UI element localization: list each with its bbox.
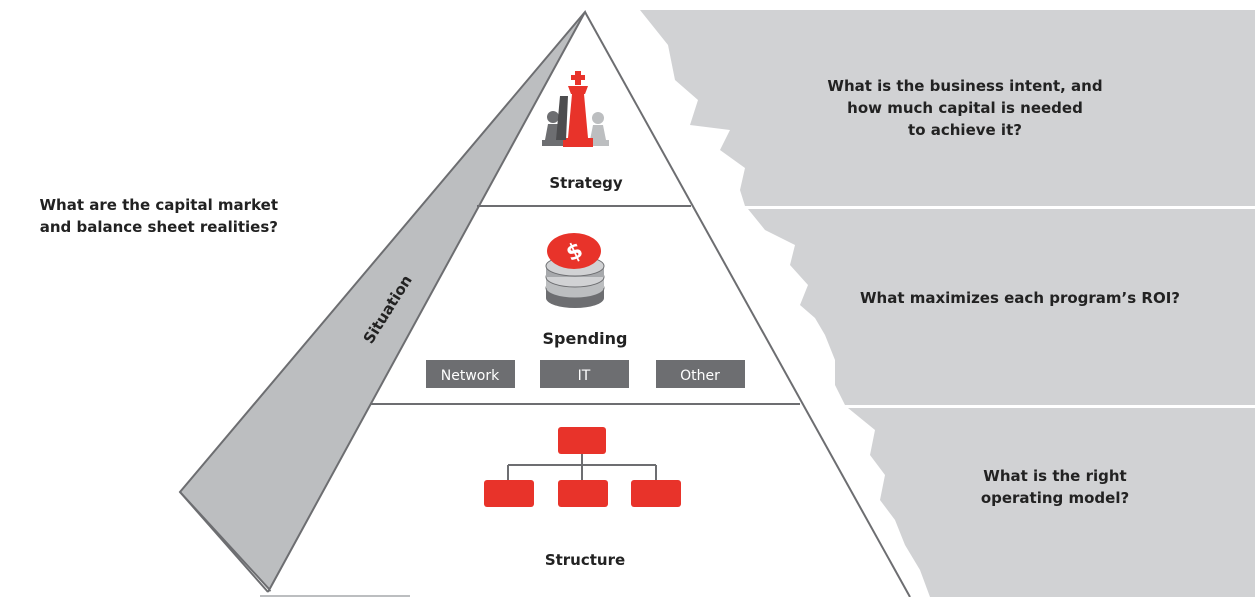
situation-question-line: What are the capital market <box>39 196 278 214</box>
spending-question: What maximizes each program’s ROI? <box>860 289 1180 307</box>
situation-question: What are the capital market and balance … <box>0 194 278 238</box>
structure-question-line: operating model? <box>980 489 1130 507</box>
tier-label-strategy: Strategy <box>549 174 623 192</box>
coin-stack-dollar-icon: $ <box>545 233 605 308</box>
panel-structure <box>848 408 1255 597</box>
situation-bottom-edge <box>179 491 269 593</box>
category-tag-it-label: IT <box>578 368 591 384</box>
situation-question-line: and balance sheet realities? <box>39 218 278 236</box>
pyramid-edge-right <box>584 11 911 597</box>
category-tag-it: IT <box>540 360 629 388</box>
strategy-question-line: how much capital is needed <box>847 99 1083 117</box>
tier-label-spending: Spending <box>543 329 628 348</box>
pyramid-edge-left <box>267 11 586 593</box>
strategy-question-line: What is the business intent, and <box>827 77 1103 95</box>
structure-question-line: What is the right <box>983 467 1127 485</box>
strategy-question-line: to achieve it? <box>908 121 1022 139</box>
tier-label-structure: Structure <box>545 551 625 569</box>
panel-strategy <box>640 10 1255 206</box>
category-tag-other-label: Other <box>680 368 720 384</box>
category-tag-network: Network <box>426 360 515 388</box>
org-chart-icon <box>484 427 681 507</box>
chess-pieces-icon <box>542 71 609 147</box>
structure-question: What is the right operating model? <box>930 465 1180 509</box>
category-tag-other: Other <box>656 360 745 388</box>
strategy-question: What is the business intent, and how muc… <box>790 75 1140 141</box>
category-tag-network-label: Network <box>441 368 500 384</box>
panel-spending <box>748 209 1255 405</box>
